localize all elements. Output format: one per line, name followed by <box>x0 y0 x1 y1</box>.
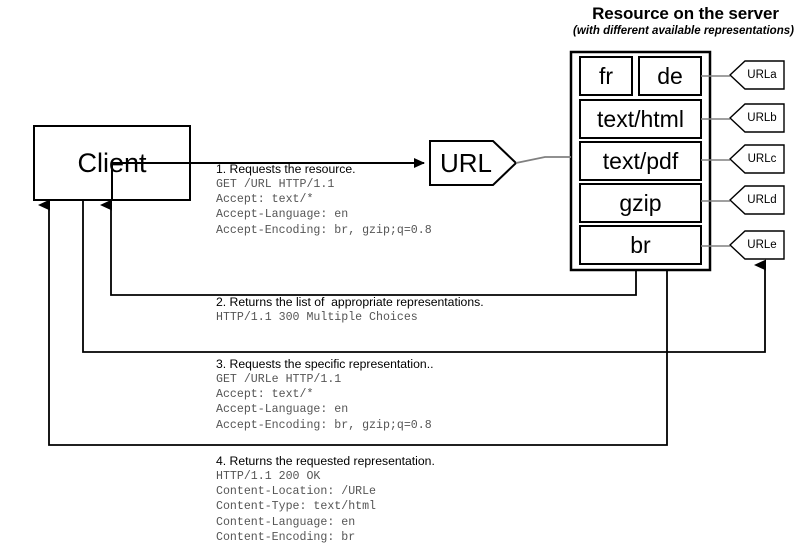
url-tag-shape-a[interactable] <box>728 60 785 90</box>
step-4-title: 4. Returns the requested representation. <box>216 454 435 468</box>
representation-box-br[interactable] <box>579 225 702 265</box>
representation-label-fr: fr <box>598 62 614 89</box>
flow-1-request-arrow <box>111 158 425 200</box>
representation-box-de[interactable] <box>638 56 702 96</box>
url-tag-label-e: URLe <box>747 239 777 251</box>
step-2-block: 2. Returns the list of appropriate repre… <box>216 295 484 325</box>
url-label: URL <box>439 147 492 178</box>
step-4-block: 4. Returns the requested representation.… <box>216 454 435 545</box>
step-1-title: 1. Requests the resource. <box>216 162 356 176</box>
representation-box-text-pdf[interactable] <box>579 141 702 181</box>
url-tag-shape-b[interactable] <box>728 103 785 133</box>
flow-2-response-arrow <box>100 199 637 296</box>
representation-label-text-html: text/html <box>597 105 684 132</box>
url-tag-label-c: URLc <box>747 153 777 165</box>
url-tag-label-a: URLa <box>747 69 777 81</box>
step-3-block: 3. Requests the specific representation.… <box>216 357 433 433</box>
step-4-body: HTTP/1.1 200 OK Content-Location: /URLe … <box>216 470 377 544</box>
step-3-title: 3. Requests the specific representation.… <box>216 357 434 371</box>
representation-label-gzip: gzip <box>619 189 662 216</box>
flow-4-response-arrow <box>38 199 668 446</box>
representation-label-br: br <box>630 231 651 258</box>
url-tag-shape-e[interactable] <box>728 230 785 260</box>
url-tag-shape-c[interactable] <box>728 144 785 174</box>
url-tag-shape-d[interactable] <box>728 185 785 215</box>
client-label: Client <box>77 147 147 178</box>
step-1-body: GET /URL HTTP/1.1 Accept: text/* Accept-… <box>216 178 432 237</box>
step-2-title: 2. Returns the list of appropriate repre… <box>216 295 484 309</box>
representation-box-fr[interactable] <box>579 56 633 96</box>
url-tag-label-d: URLd <box>747 194 777 206</box>
page-title: Resource on the server <box>592 4 779 23</box>
page-subtitle: (with different available representation… <box>573 25 794 37</box>
url-tag-shape[interactable] <box>429 140 518 186</box>
connector-url-to-resource <box>515 156 571 164</box>
flow-3-request-arrow <box>82 200 766 353</box>
representation-box-text-html[interactable] <box>579 99 702 139</box>
step-1-block: 1. Requests the resource. GET /URL HTTP/… <box>216 162 432 238</box>
representation-label-text-pdf: text/pdf <box>602 147 679 174</box>
url-tag-label-b: URLb <box>747 112 777 124</box>
step-3-body: GET /URLe HTTP/1.1 Accept: text/* Accept… <box>216 373 432 432</box>
representation-label-de: de <box>657 62 683 89</box>
step-2-body: HTTP/1.1 300 Multiple Choices <box>216 311 418 324</box>
representation-box-gzip[interactable] <box>579 183 702 223</box>
